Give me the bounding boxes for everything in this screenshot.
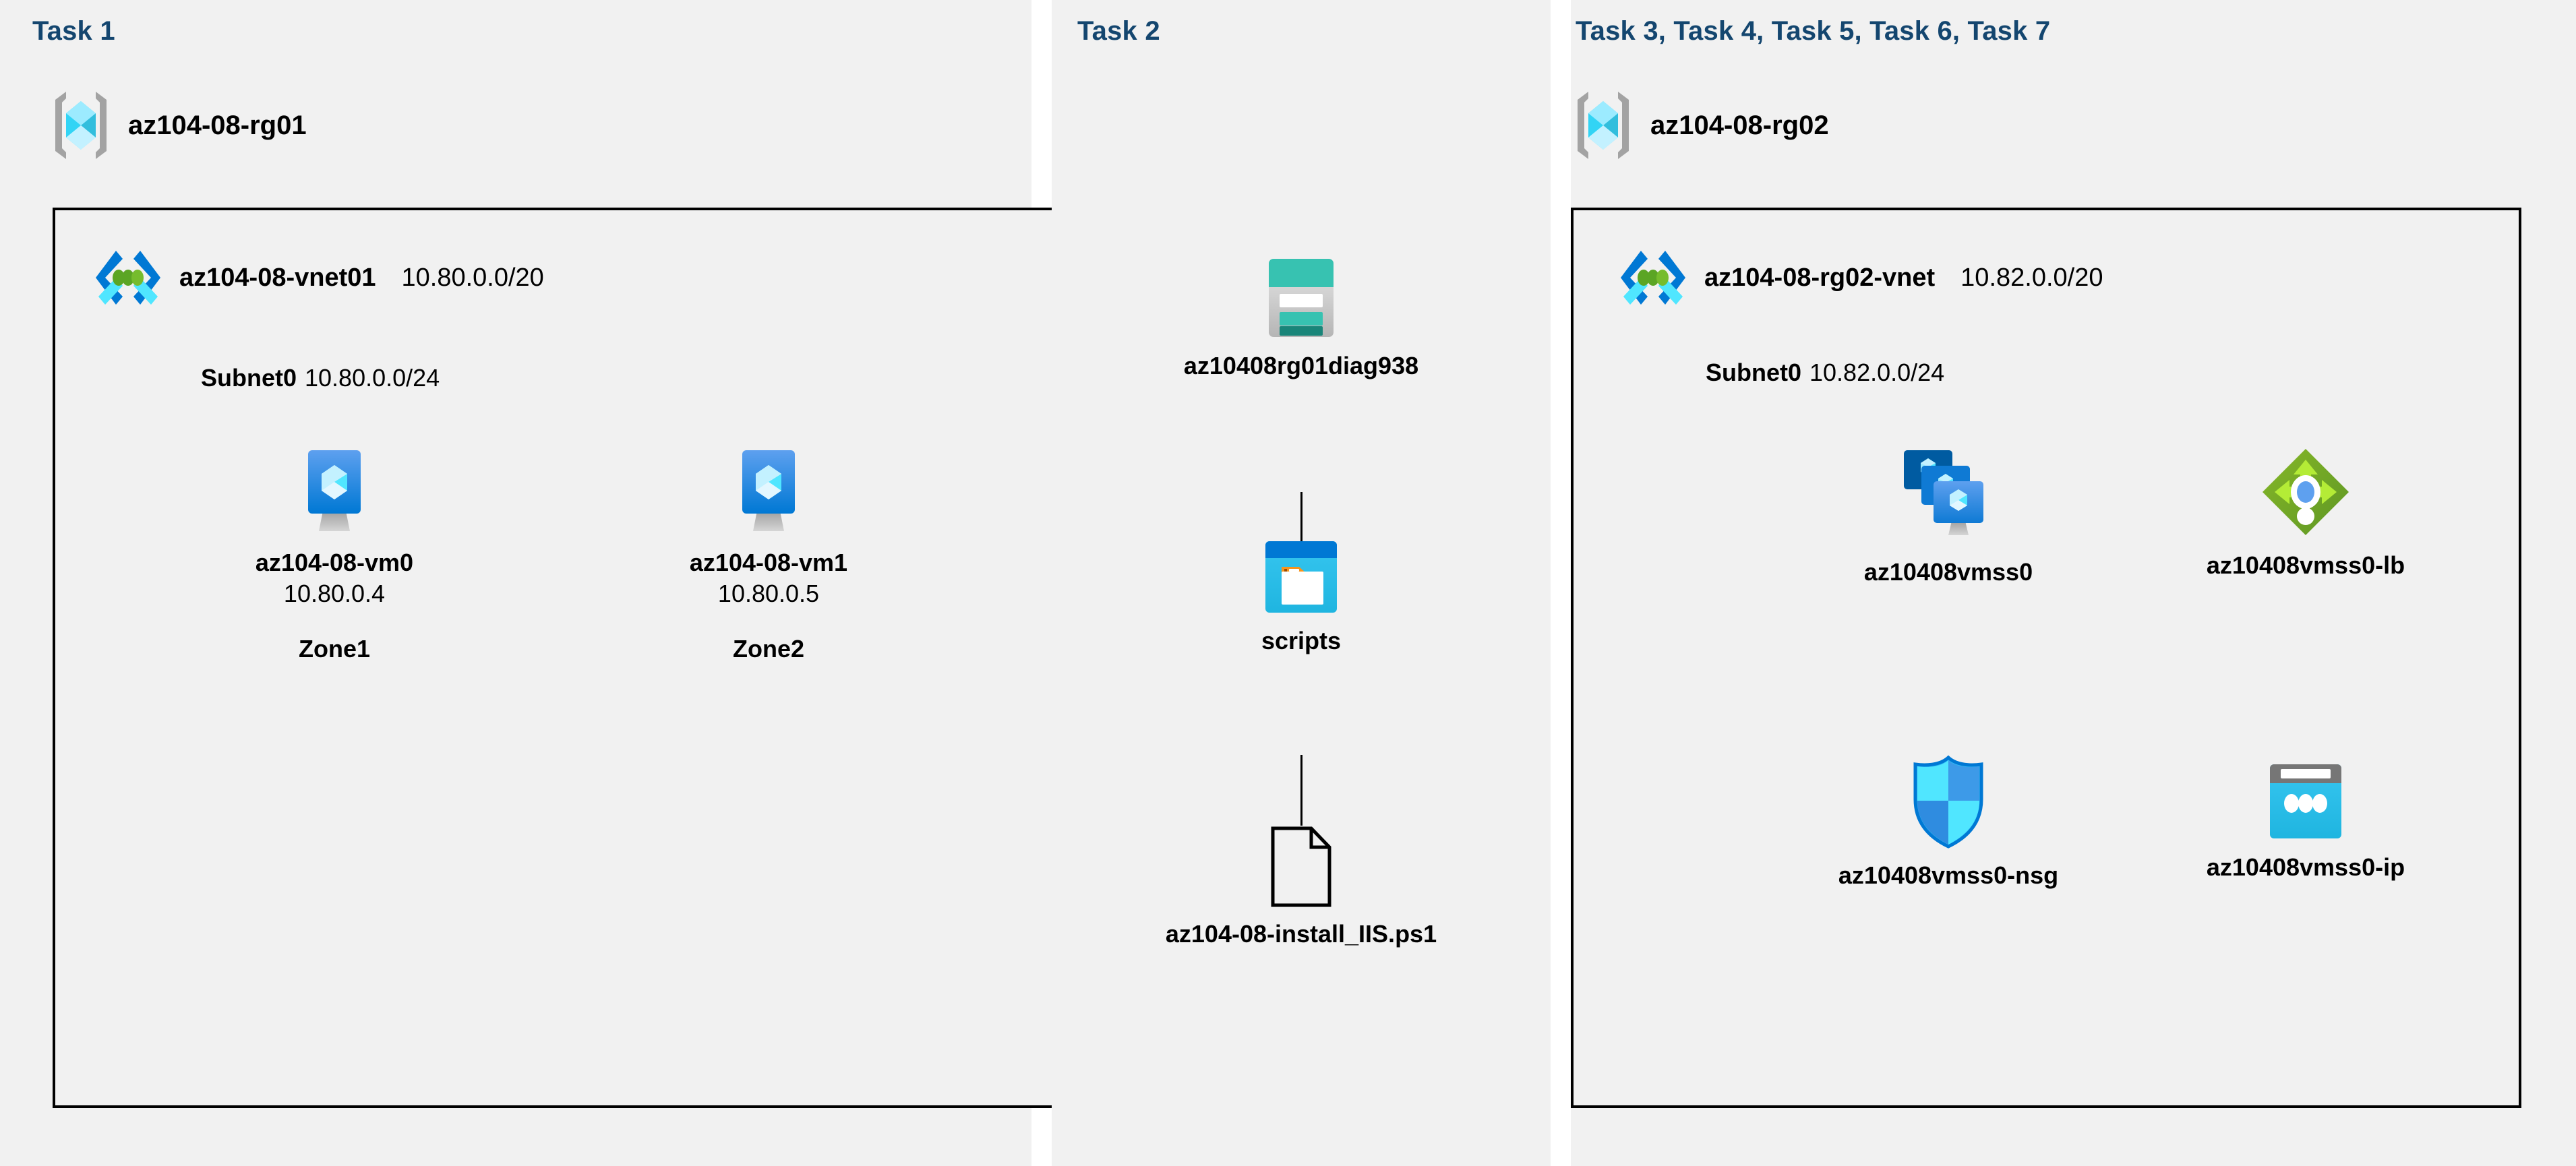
load-balancer-node[interactable]: az10408vmss0-lb bbox=[2151, 445, 2461, 580]
resource-group-row-rg02: az104-08-rg02 bbox=[1571, 88, 1829, 163]
vm-zone-label: Zone1 bbox=[298, 635, 370, 663]
vm-name-label: az104-08-vm1 bbox=[689, 549, 848, 576]
network-security-group-node[interactable]: az10408vmss0-nsg bbox=[1814, 755, 2083, 890]
virtual-network-icon bbox=[1618, 248, 1688, 307]
subnet-cidr-label: 10.82.0.0/24 bbox=[1809, 359, 1945, 386]
public-ip-address-label: az10408vmss0-ip bbox=[2206, 853, 2405, 881]
vm-node-vm0[interactable]: az104-08-vm0 10.80.0.4 Zone1 bbox=[240, 446, 429, 663]
script-file-node[interactable]: az104-08-install_IIS.ps1 bbox=[1092, 826, 1510, 948]
blob-container-icon bbox=[1263, 539, 1339, 615]
network-security-group-label: az10408vmss0-nsg bbox=[1838, 861, 2059, 889]
vm-zone-label: Zone2 bbox=[732, 635, 804, 663]
vnet-row-vnet01: az104-08-vnet01 10.80.0.0/20 bbox=[93, 248, 544, 307]
blob-container-node[interactable]: scripts bbox=[1200, 539, 1402, 655]
vnet-cidr-label: 10.82.0.0/20 bbox=[1960, 263, 2103, 292]
file-icon bbox=[1269, 826, 1333, 908]
vnet-row-rg02vnet: az104-08-rg02-vnet 10.82.0.0/20 bbox=[1618, 248, 2103, 307]
resource-group-label: az104-08-rg01 bbox=[128, 110, 307, 140]
task2-heading: Task 2 bbox=[1077, 16, 1160, 46]
virtual-machine-icon bbox=[289, 446, 380, 536]
vm-ip-label: 10.80.0.4 bbox=[283, 580, 386, 607]
virtual-network-icon bbox=[93, 248, 163, 307]
load-balancer-icon bbox=[2258, 445, 2353, 539]
task1-heading: Task 1 bbox=[32, 16, 115, 46]
storage-account-node[interactable]: az10408rg01diag938 bbox=[1119, 256, 1483, 380]
vm-scale-set-node[interactable]: az10408vmss0 bbox=[1807, 445, 2090, 586]
vm-ip-label: 10.80.0.5 bbox=[717, 580, 820, 607]
network-security-group-icon bbox=[1907, 755, 1989, 849]
subnet-name-label: Subnet0 bbox=[1706, 359, 1802, 386]
vm-name-label: az104-08-vm0 bbox=[255, 549, 414, 576]
vm-scale-set-icon bbox=[1894, 445, 2002, 546]
subnet-caption-left: Subnet0 10.80.0.0/24 bbox=[201, 364, 440, 392]
load-balancer-label: az10408vmss0-lb bbox=[2206, 551, 2405, 579]
resource-group-row-rg01: az104-08-rg01 bbox=[49, 88, 307, 163]
vnet-cidr-label: 10.80.0.0/20 bbox=[401, 263, 544, 292]
rg02-vnet-boundary bbox=[1571, 208, 2521, 1108]
resource-group-icon bbox=[1571, 88, 1636, 163]
storage-account-icon bbox=[1266, 256, 1336, 340]
blob-container-label: scripts bbox=[1261, 627, 1342, 654]
storage-account-label: az10408rg01diag938 bbox=[1183, 352, 1419, 379]
resource-group-label: az104-08-rg02 bbox=[1650, 110, 1829, 140]
vnet-name-label: az104-08-rg02-vnet bbox=[1704, 263, 1936, 292]
virtual-machine-icon bbox=[723, 446, 814, 536]
subnet-cidr-label: 10.80.0.0/24 bbox=[305, 364, 440, 392]
subnet-name-label: Subnet0 bbox=[201, 364, 297, 392]
resource-group-icon bbox=[49, 88, 113, 163]
script-file-label: az104-08-install_IIS.ps1 bbox=[1165, 920, 1437, 948]
vm-scale-set-label: az10408vmss0 bbox=[1863, 558, 2033, 586]
vnet-name-label: az104-08-vnet01 bbox=[179, 263, 376, 292]
subnet-caption-right: Subnet0 10.82.0.0/24 bbox=[1706, 359, 1944, 387]
public-ip-address-icon bbox=[2267, 762, 2345, 841]
task3-heading: Task 3, Task 4, Task 5, Task 6, Task 7 bbox=[1576, 16, 2051, 46]
public-ip-address-node[interactable]: az10408vmss0-ip bbox=[2178, 762, 2434, 882]
vm-node-vm1[interactable]: az104-08-vm1 10.80.0.5 Zone2 bbox=[674, 446, 863, 663]
